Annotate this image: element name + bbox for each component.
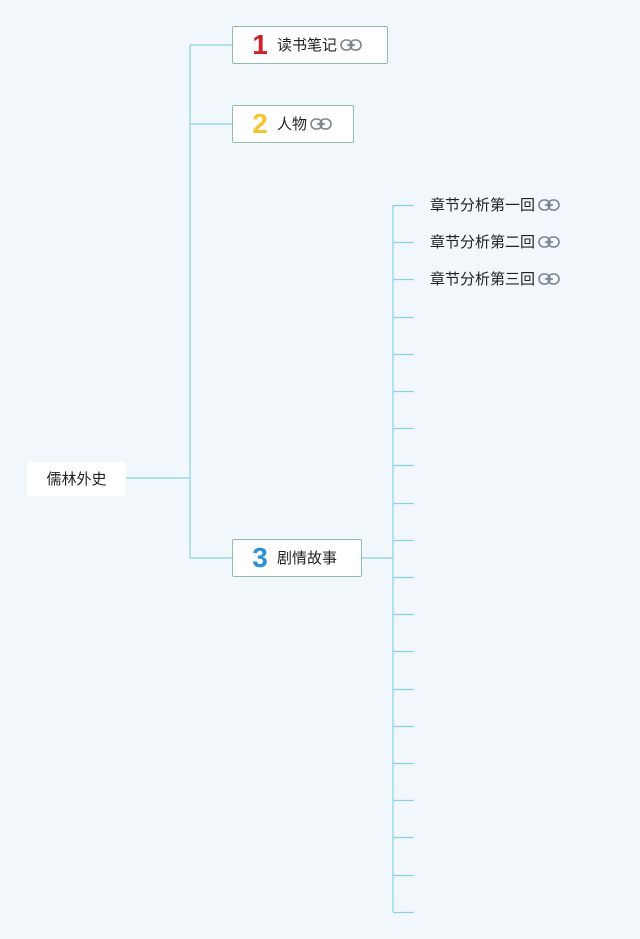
link-icon[interactable] [538,235,560,249]
subtopic-label: 章节分析第三回 [430,269,536,288]
priority-2-icon: 2 [252,107,268,139]
subtopic-chapter-3[interactable]: 章节分析第三回 [430,266,560,292]
root-topic[interactable]: 儒林外史 [27,462,126,496]
branch-topic-plot-story[interactable]: 3 剧情故事 [232,539,362,577]
subtopic-chapter-2[interactable]: 章节分析第二回 [430,229,560,255]
link-icon[interactable] [538,198,560,212]
branch-topic-characters[interactable]: 2 人物 [232,105,354,143]
link-icon[interactable] [310,117,332,131]
root-topic-label: 儒林外史 [46,469,107,488]
branch-topic-label: 读书笔记 [277,35,338,54]
subtopic-label: 章节分析第一回 [430,195,536,214]
priority-1-icon: 1 [252,28,268,60]
branch-topic-reading-notes[interactable]: 1 读书笔记 [232,26,388,64]
subtopic-label: 章节分析第二回 [430,232,536,251]
link-icon[interactable] [538,272,560,286]
branch-topic-label: 剧情故事 [277,548,338,567]
link-icon[interactable] [340,38,362,52]
priority-3-icon: 3 [252,541,268,573]
subtopic-chapter-1[interactable]: 章节分析第一回 [430,192,560,218]
branch-topic-label: 人物 [277,114,308,133]
